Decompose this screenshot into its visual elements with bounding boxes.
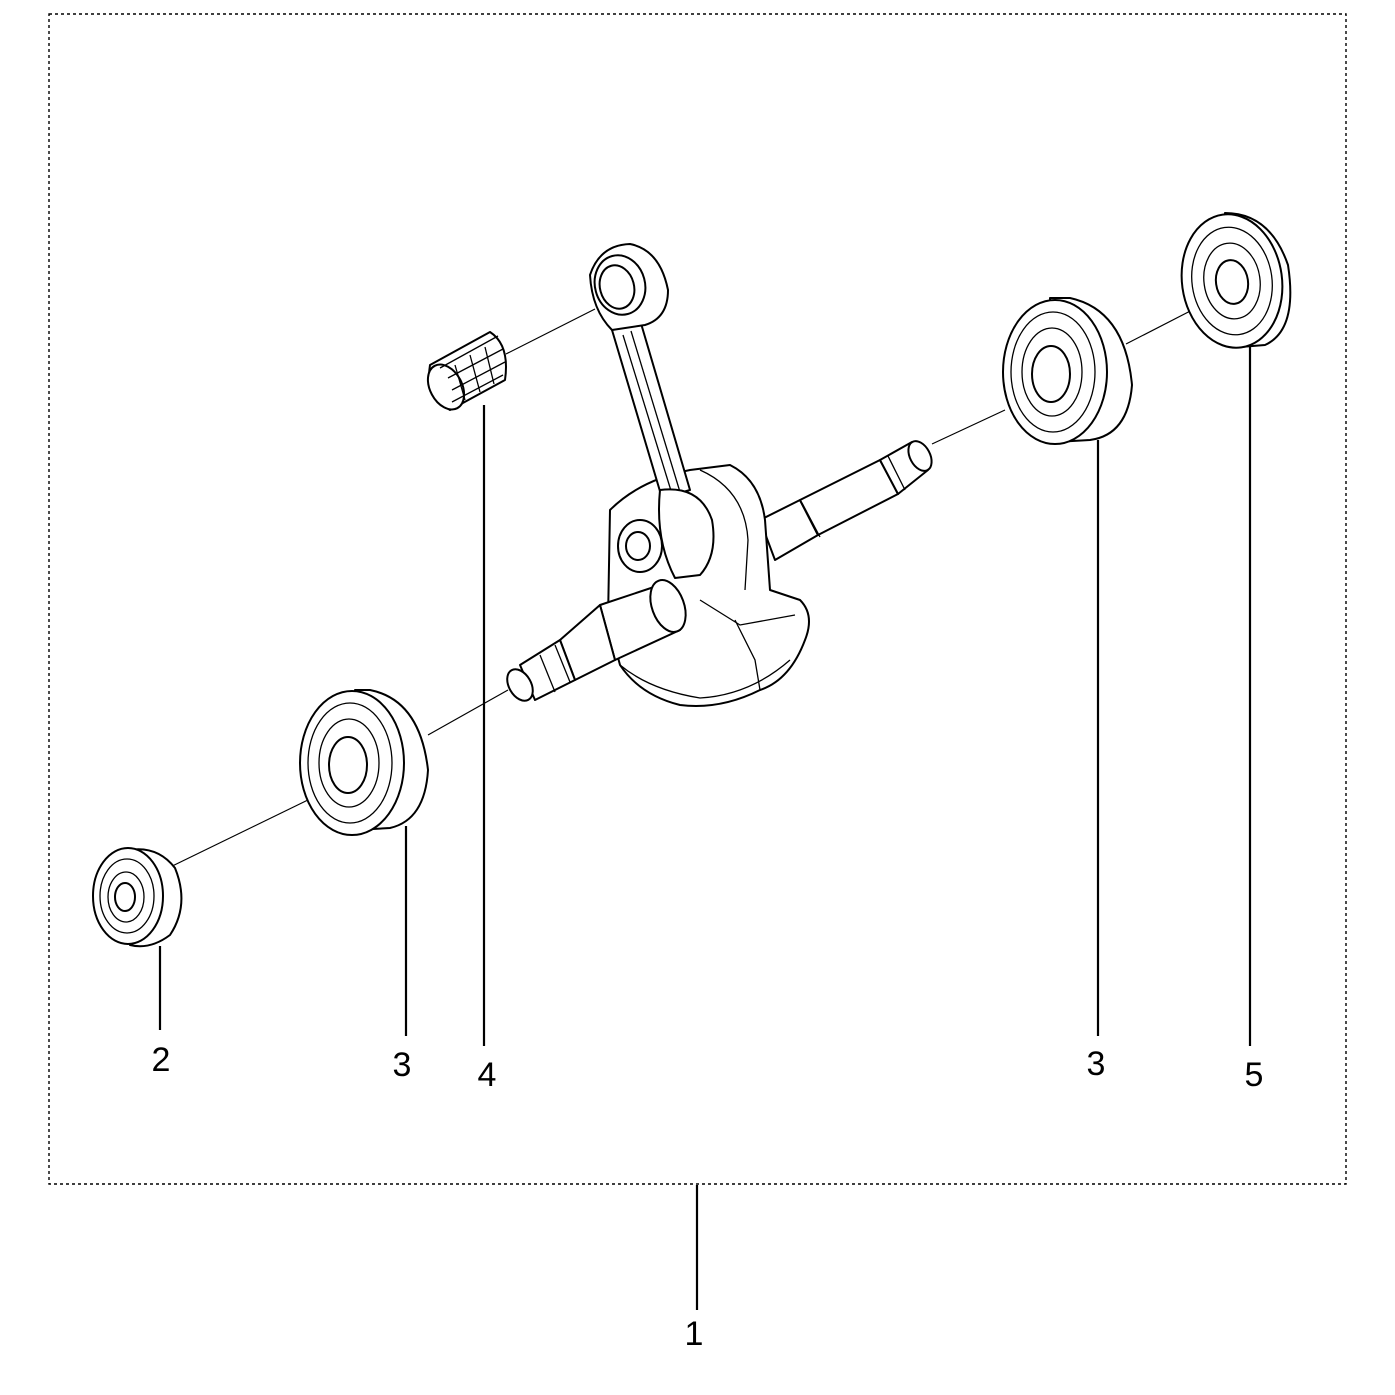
- leader-lines: [158, 346, 1252, 1310]
- shaft-seal-right: [1180, 212, 1292, 349]
- ball-bearing-left: [299, 689, 429, 836]
- label-bearing-left: 3: [393, 1046, 412, 1084]
- label-bearing-right: 3: [1087, 1045, 1106, 1083]
- ball-bearing-right: [1002, 297, 1133, 445]
- label-seal-right: 5: [1245, 1056, 1264, 1094]
- needle-bearing: [426, 331, 507, 411]
- label-assembly: 1: [685, 1315, 704, 1353]
- shaft-seal-left: [92, 847, 183, 948]
- label-seal-left: 2: [152, 1041, 171, 1079]
- assembly-axis-lines: [159, 305, 1201, 873]
- crankshaft-with-connecting-rod: [506, 243, 933, 707]
- assembly-frame: [48, 13, 1347, 1185]
- part-labels: 2 3 4 3 5 1: [152, 1041, 1264, 1353]
- label-needle-bearing: 4: [478, 1056, 497, 1094]
